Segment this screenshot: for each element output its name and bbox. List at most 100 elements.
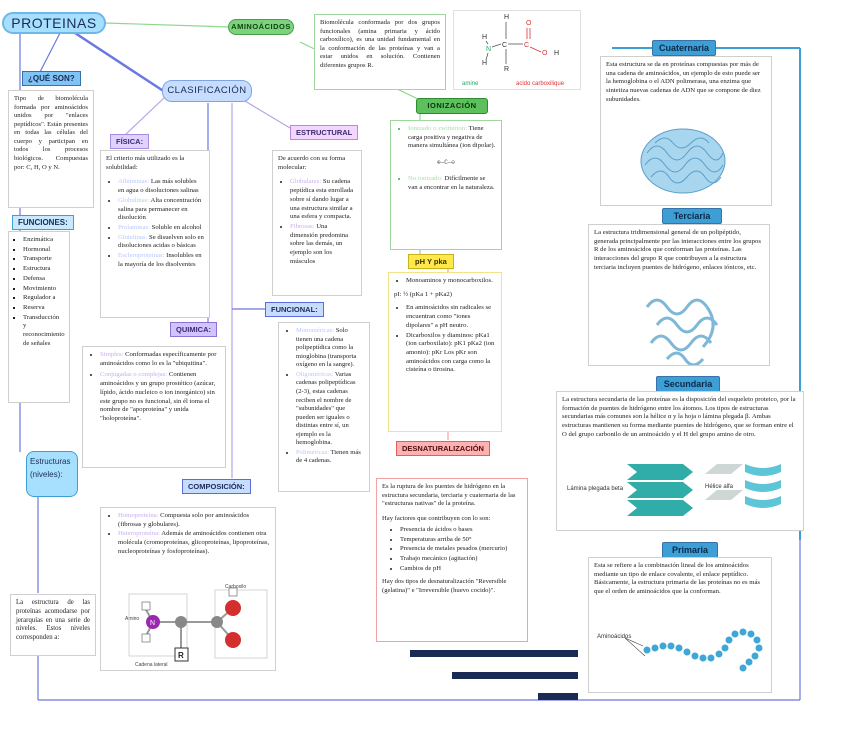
desnaturalizacion-label: DESNATURALIZACIÓN (396, 441, 490, 456)
composicion-label: COMPOSICIÓN: (182, 479, 251, 494)
fisica-box: El criterio más utilizado es la solubili… (100, 150, 210, 318)
secundaria-label: Secundaria (656, 376, 720, 392)
author-line-2 (452, 672, 578, 679)
fisica-term: Prolaminas: (118, 223, 150, 231)
desnaturalizacion-factors-intro: Hay factores que contribuyen con lo son: (382, 514, 491, 522)
quimica-desc: Contienen aminoácidos y un grupo prostét… (100, 371, 216, 422)
amine-label: amine (462, 81, 479, 87)
funcion-item: Estructura (23, 265, 64, 274)
funcional-term: Oligoméricas: (296, 370, 334, 378)
primaria-label: Primaria (662, 542, 718, 558)
acid-label: acido carboxilique (516, 81, 565, 87)
funcion-item: Hormonal (23, 246, 64, 255)
carboxilo-label: Carboxilo (225, 584, 246, 590)
composicion-term: Homoproteína: (118, 512, 159, 519)
primary-structure-image: Aminoácidos (597, 628, 763, 672)
composicion-term: Heteroproteína: (118, 530, 160, 538)
que-son-text: Tipo de biomolécula formada por aminoáci… (8, 90, 94, 208)
author-line-3 (538, 693, 578, 700)
funcional-desc: Solo tienen una cadena polipeptídica com… (296, 327, 357, 369)
cuaternaria-text: Esta estructura se da en proteínas compu… (606, 61, 761, 103)
funcional-item: Oligoméricas: Varias cadenas polipeptídi… (296, 371, 364, 448)
estructural-intro: De acuerdo con su forma molecular: (278, 155, 346, 171)
estructural-desc: Una dimensión predomina sobre las demás,… (290, 222, 349, 265)
funciones-list: Enzimática Hormonal Transporte Estructur… (8, 231, 70, 403)
funcional-box: Monoméricas: Solo tienen una cadena poli… (278, 322, 370, 492)
svg-text:N: N (486, 46, 491, 53)
terciaria-box: La estructura tridimensional general de … (588, 224, 770, 366)
funcional-term: Monoméricas: (296, 327, 335, 334)
cuaternaria-box: Esta estructura se da en proteínas compu… (600, 56, 772, 206)
factor-item: Trabajo mecánico (agitación) (400, 555, 522, 564)
estructural-item: Fibrosas: Una dimensión predomina sobre … (290, 223, 356, 267)
secundaria-text: La estructura secundaria de las proteína… (562, 396, 796, 438)
desnaturalizacion-outro: Hay dos tipos de desnaturalización "Reve… (382, 578, 507, 594)
estructural-term: Fibrosas: (290, 222, 315, 230)
estructuras-label: Estructuras (niveles): (26, 451, 78, 497)
que-son-label: ¿QUÉ SON? (22, 71, 81, 86)
estructural-box: De acuerdo con su forma molecular: Globu… (272, 150, 362, 296)
ionizacion-term: No ionizado: (408, 174, 443, 182)
aminoacidos-text: Biomolécula conformada por dos grupos fu… (314, 14, 446, 90)
funcion-item: Reserva (23, 304, 64, 313)
ionizacion-desc: Tiene carga positiva y negativa de maner… (408, 125, 496, 150)
desnaturalizacion-box: Es la ruptura de los puentes de hidrógen… (376, 478, 528, 642)
quimica-box: Simples: Conformadas específicamente por… (82, 346, 226, 468)
ph-label: pH Y pka (408, 254, 454, 269)
funcion-item: Enzimática (23, 236, 64, 245)
ionizacion-item: Ionizado o zwitterion: Tiene carga posit… (408, 125, 496, 151)
composicion-item: Homoproteína: Compuesta solo por aminoác… (118, 512, 270, 529)
ionizacion-label: IONIZACIÓN (416, 98, 488, 114)
fisica-desc: Alta concentración salina para permanece… (118, 196, 202, 222)
composicion-desc: Compuesta solo por aminoácidos (fibrosas… (118, 512, 250, 528)
funcion-item: Transducción y reconocimiento de señales (23, 314, 65, 349)
fisica-term: Globulinas: (118, 196, 150, 204)
funciones-label: FUNCIONES: (12, 215, 74, 230)
pi-formula: pI: ½ (pKa 1 + pKa2) (394, 290, 452, 298)
estructural-item: Globulares: Su cadena peptídica esta enr… (290, 178, 356, 222)
fisica-desc: Insolubles en la mayoría de los disolven… (118, 252, 202, 268)
amino-acid-molecule-image: Amino Carboxilo Cadena lateral N R (125, 584, 268, 668)
funcion-item: Regulador a (23, 294, 64, 303)
quimica-item: Conjugadas o complejas: Contienen aminoá… (100, 371, 220, 423)
primaria-box: Esta se refiere a la combinación lineal … (588, 557, 772, 693)
amino-label: Amino (125, 616, 139, 622)
funcional-item: Monoméricas: Solo tienen una cadena poli… (296, 327, 364, 370)
quimica-item: Simples: Conformadas específicamente por… (100, 351, 220, 368)
svg-text:H: H (482, 60, 487, 67)
aminoacidos-img-label: Aminoácidos (597, 634, 631, 640)
fisica-term: Albúminas: (118, 178, 150, 186)
secondary-structure-image: Lámina plegada beta Hélice alfa (567, 464, 781, 516)
fisica-intro: El criterio más utilizado es la solubili… (106, 155, 185, 171)
ionizacion-item: No ionizado: Difícilmente se van a encon… (408, 175, 496, 192)
fisica-item: Prolaminas: Soluble en alcohol (118, 224, 204, 233)
svg-text:R: R (504, 66, 509, 73)
fisica-item: Glutelinas: Se disuelven solo en disoluc… (118, 234, 204, 251)
ph-item: Monoaminos y monocarboxilos. (406, 277, 496, 286)
quimica-desc: Conformadas específicamente por aminoáci… (100, 351, 217, 367)
ionizacion-desc: Difícilmente se van a encontrar en la na… (408, 174, 495, 191)
funcion-item: Movimiento (23, 285, 64, 294)
fisica-item: Escleroproteínas: Insolubles en la mayor… (118, 252, 204, 269)
factor-item: Temperaturas arriba de 50° (400, 536, 522, 545)
svg-text:H: H (482, 34, 487, 41)
zwitterion-icon: ⊕—C—⊖ (436, 159, 456, 167)
aminoacidos-label: AMINOÁCIDOS (228, 19, 294, 35)
funcional-term: Poliméricas: (296, 448, 329, 456)
estructural-term: Globulares: (290, 178, 322, 186)
helice-label: Hélice alfa (705, 484, 734, 490)
factor-item: Presencia de ácidos o bases (400, 526, 522, 535)
funcional-label: FUNCIONAL: (265, 302, 324, 317)
fisica-term: Glutelinas: (118, 233, 148, 241)
quimica-term: Simples: (100, 351, 124, 358)
n-atom-label: N (150, 620, 155, 627)
fisica-label: FÍSICA: (110, 134, 150, 149)
ph-box: Monoaminos y monocarboxilos. pI: ½ (pKa … (388, 272, 502, 432)
fisica-term: Escleroproteínas: (118, 252, 165, 260)
quimica-term: Conjugadas o complejas: (100, 371, 168, 379)
desnaturalizacion-intro: Es la ruptura de los puentes de hidrógen… (382, 483, 516, 508)
r-group-label: R (178, 651, 184, 660)
svg-text:C: C (502, 42, 507, 49)
factor-item: Cambios de pH (400, 565, 522, 574)
cuaternaria-label: Cuaternaria (652, 40, 716, 56)
